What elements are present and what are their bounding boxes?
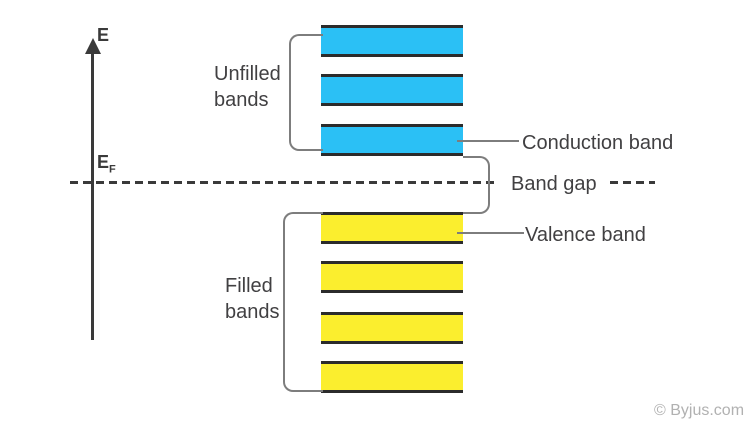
unfilled-band-1	[321, 25, 463, 57]
fermi-level-dashed-line	[70, 181, 495, 184]
band-gap-label: Band gap	[511, 173, 597, 195]
filled-band-2	[321, 261, 463, 293]
filled-band-3	[321, 312, 463, 344]
unfilled-bands-bracket	[289, 34, 323, 151]
byjus-watermark: © Byjus.com	[654, 402, 745, 419]
fermi-level-subscript: F	[109, 163, 116, 176]
band-gap-bracket	[463, 156, 490, 214]
filled-band-4	[321, 361, 463, 393]
unfilled-bands-label: Unfilled bands	[214, 63, 281, 111]
energy-axis-line	[91, 49, 94, 340]
valence-band-pointer-line	[457, 232, 524, 234]
fermi-level-label: EF	[97, 152, 116, 176]
filled-bands-bracket	[283, 212, 323, 392]
valence-band-bar	[321, 212, 463, 244]
fermi-level-symbol: E	[97, 152, 110, 172]
up-arrow-icon	[85, 38, 101, 54]
conduction-band-pointer-line	[457, 140, 519, 142]
unfilled-band-2	[321, 74, 463, 106]
conduction-band-label: Conduction band	[522, 132, 674, 154]
band-gap-dashed-line-right	[610, 181, 655, 184]
energy-axis-label: E	[97, 25, 110, 45]
valence-band-label: Valence band	[525, 224, 646, 246]
filled-bands-label: Filled bands	[225, 275, 280, 323]
conduction-band-bar	[321, 124, 463, 156]
